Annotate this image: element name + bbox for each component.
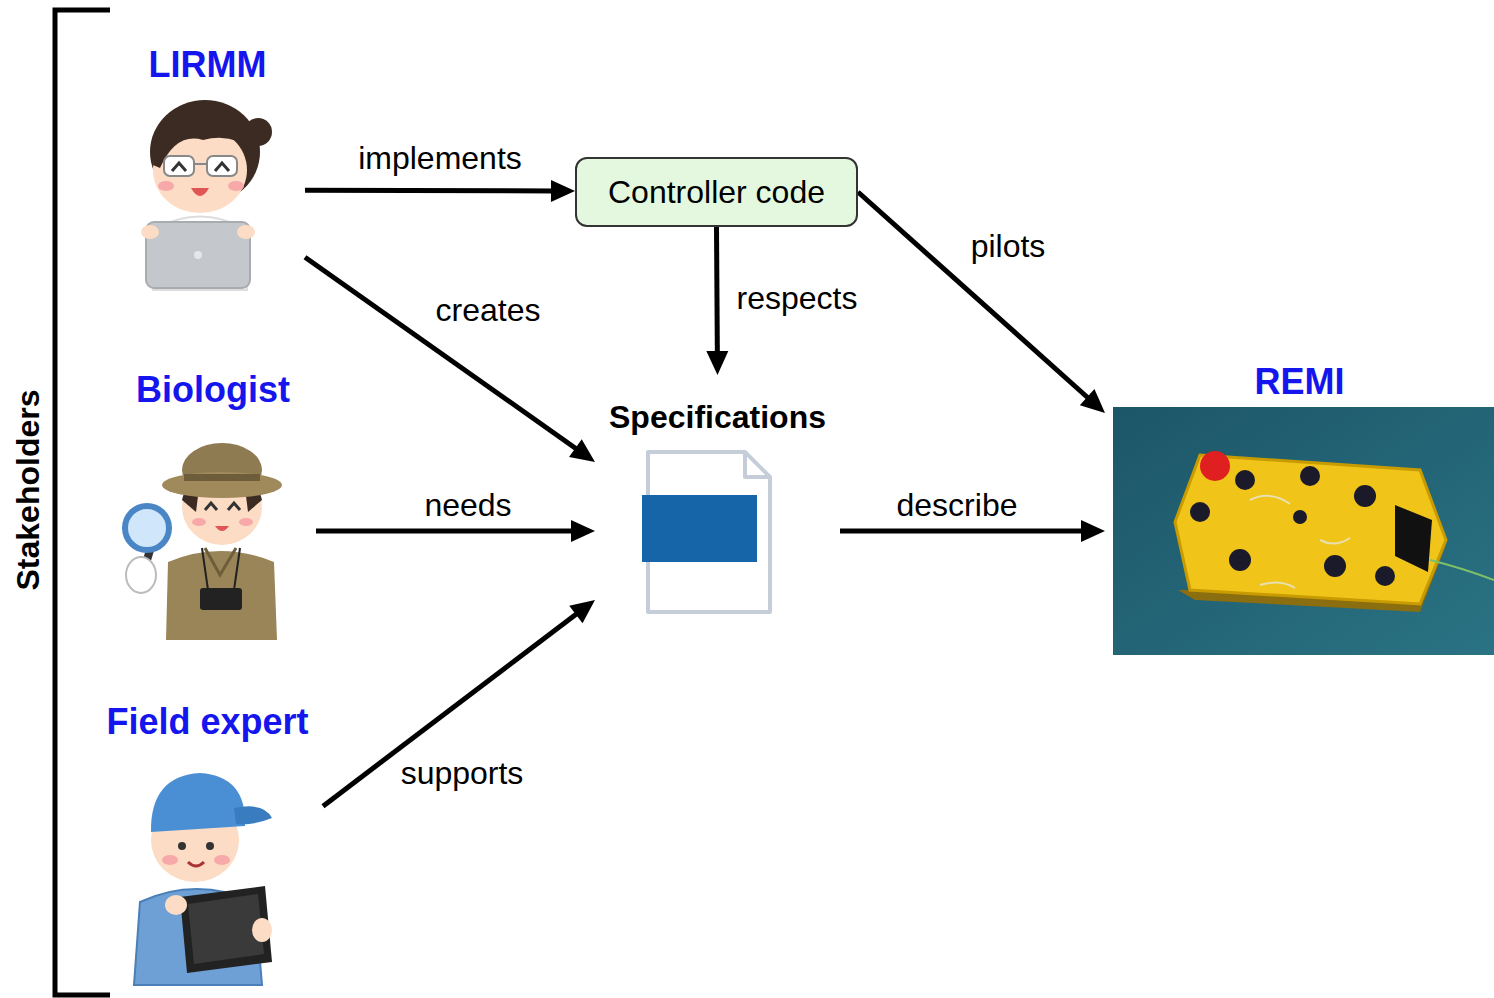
edge-label: describe (897, 487, 1018, 523)
illustration-part (1324, 555, 1346, 577)
connector-arrow (305, 188, 555, 194)
group-label: Stakeholders (10, 390, 46, 591)
stakeholder-node: LIRMM (110, 43, 305, 295)
illustration-part (1375, 566, 1395, 586)
arrow-head (569, 600, 595, 623)
illustration-part (164, 156, 194, 176)
illustration-part (1229, 549, 1251, 571)
illustration-part (1250, 496, 1350, 588)
connector-arrow (316, 529, 575, 534)
illustration-part (215, 163, 229, 171)
illustration-part (162, 855, 178, 865)
illustration-part (1113, 407, 1494, 655)
illustration-part (202, 548, 208, 590)
illustration-part (165, 895, 187, 915)
node-title: LIRMM (149, 43, 267, 87)
illustration-part (206, 842, 214, 850)
illustration-part (200, 588, 242, 610)
node-title: Specifications (609, 397, 826, 437)
illustration-part (162, 472, 282, 498)
illustration-part (745, 452, 770, 477)
node-title: Controller code (608, 172, 825, 212)
stakeholder-node: Field expert (92, 700, 323, 990)
illustration-part (146, 222, 250, 288)
illustration-part (1200, 451, 1230, 481)
illustration-part (215, 526, 229, 531)
illustration-part (158, 181, 174, 191)
process-box: Controller code (575, 157, 858, 227)
edge-label: needs (424, 487, 511, 523)
connector-arrow (714, 227, 720, 355)
illustration-part (182, 469, 262, 545)
illustration-part (642, 495, 757, 562)
illustration-part (191, 188, 209, 196)
illustration-part (1235, 470, 1255, 490)
arrow-head (706, 351, 728, 375)
node-title: REMI (1255, 360, 1345, 404)
stakeholder-node: Biologist (110, 368, 316, 643)
arrow-head (571, 520, 595, 542)
illustration-part (234, 548, 240, 590)
illustration-part (172, 163, 186, 171)
connector-arrow (323, 612, 579, 806)
illustration-part (1354, 485, 1376, 507)
connector-arrow (840, 529, 1085, 534)
arrow-head (1081, 520, 1105, 542)
illustration-part (234, 806, 272, 824)
illustration-part (141, 225, 159, 239)
illustration-part (1190, 502, 1210, 522)
field-expert-figure (134, 773, 272, 985)
illustration-part (166, 551, 277, 640)
arrow-head (1080, 389, 1105, 413)
illustration-part (237, 225, 255, 239)
illustration-part (194, 163, 207, 165)
illustration-part (194, 251, 202, 259)
robot-photo (1113, 407, 1494, 655)
biologist-figure (125, 443, 282, 640)
edge-label: respects (737, 280, 858, 316)
illustration-part (184, 474, 260, 481)
connector-arrow (858, 192, 1090, 400)
illustration-part (239, 518, 253, 526)
connector-arrow (305, 257, 579, 450)
illustration-part (207, 156, 237, 176)
edge-label: pilots (971, 228, 1046, 264)
illustration-part (188, 862, 204, 866)
illustration-part (180, 886, 272, 973)
researcher-figure (141, 100, 272, 290)
edge-label: creates (436, 292, 541, 328)
arrow-head (551, 180, 575, 202)
specification-document (642, 452, 770, 612)
illustration-part (192, 518, 206, 526)
edge-label: supports (401, 755, 524, 791)
illustration-part (1395, 505, 1432, 572)
illustration-part (126, 557, 156, 593)
illustration-part (1293, 510, 1307, 524)
robot-node: REMI (1105, 360, 1494, 660)
edge-label: implements (358, 140, 522, 176)
illustration-part (214, 855, 230, 865)
document-node: Specifications (595, 375, 840, 620)
illustration-part (125, 506, 169, 550)
stakeholder-bracket (55, 10, 110, 995)
illustration-part (228, 503, 240, 510)
illustration-part (1300, 466, 1320, 486)
illustration-part (252, 918, 272, 942)
arrow-head (569, 439, 595, 462)
node-title: Field expert (106, 700, 308, 744)
illustration-part (151, 773, 245, 832)
illustration-part (178, 842, 186, 850)
illustration-part (228, 181, 244, 191)
illustration-part (205, 548, 236, 575)
node-title: Biologist (136, 368, 290, 412)
illustration-part (1430, 560, 1494, 580)
illustration-part (205, 503, 217, 510)
